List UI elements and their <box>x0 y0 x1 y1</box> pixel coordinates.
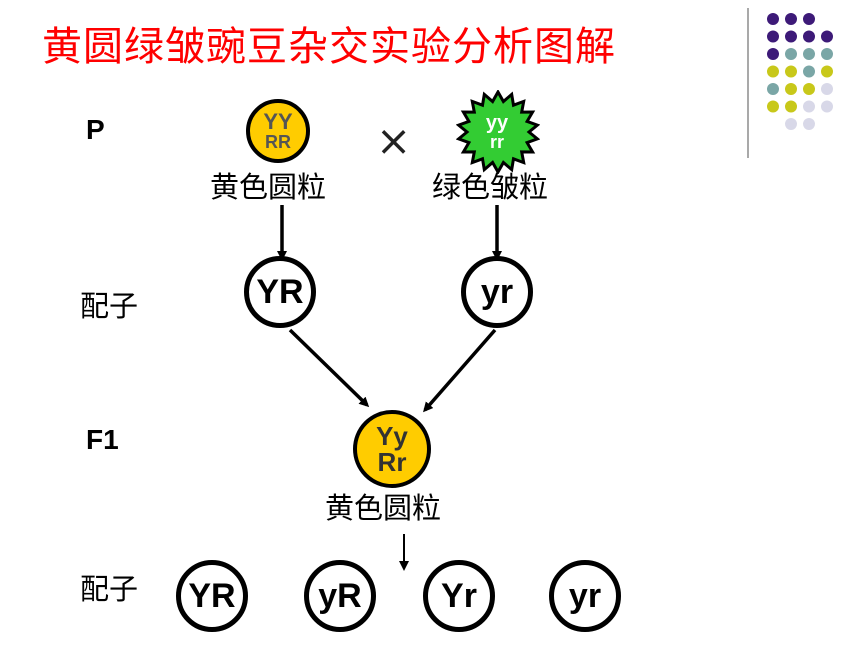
decorative-dot <box>785 30 797 43</box>
f1-genotype-bottom: Rr <box>377 447 407 477</box>
decorative-dot <box>785 48 797 60</box>
decorative-dot <box>785 118 797 130</box>
label-gamete-f1: 配子 <box>80 572 139 606</box>
decorative-dot <box>767 13 779 25</box>
decorative-dot <box>803 65 815 78</box>
decorative-dot <box>821 30 833 43</box>
gamete-f1-yR: yR <box>304 560 376 632</box>
parent-yellow-genotype-top: YY <box>263 109 293 134</box>
decorative-dot <box>821 100 833 113</box>
gamete-parent-yellow: YR <box>244 256 316 328</box>
gamete-f1-yr: yr <box>549 560 621 632</box>
decorative-dot <box>785 13 797 25</box>
decorative-dot <box>785 100 797 113</box>
parent-green-caption: 绿色皱粒 <box>432 170 549 204</box>
arrow-yr-lower-to-f1 <box>423 328 497 413</box>
decorative-dot <box>803 13 815 25</box>
decorative-dot-grid <box>767 13 833 130</box>
decorative-dot <box>767 83 779 95</box>
parent-green-genotype-bottom: rr <box>489 132 504 152</box>
decorative-dot <box>785 65 797 78</box>
label-f1: F1 <box>86 424 119 455</box>
f1-pea: Yy Rr <box>353 410 431 488</box>
f1-caption: 黄色圆粒 <box>325 491 442 525</box>
parent-yellow-round-pea: YY RR <box>246 99 310 163</box>
cross-symbol: × <box>376 116 412 165</box>
decorative-dot <box>803 30 815 43</box>
decorative-dot <box>821 48 833 60</box>
parent-green-genotype: yy rr <box>468 103 526 161</box>
decorative-dot <box>767 65 779 78</box>
decorative-dot <box>821 65 833 78</box>
f1-genotype-top: Yy <box>376 421 408 451</box>
decorative-dot <box>803 100 815 113</box>
label-gamete-parent: 配子 <box>80 289 139 323</box>
decorative-dot <box>803 83 815 95</box>
page-title: 黄圆绿皱豌豆杂交实验分析图解 <box>42 24 616 70</box>
decorative-dot <box>767 48 779 60</box>
decorative-dot <box>785 83 797 95</box>
gamete-f1-YR: YR <box>176 560 248 632</box>
parent-green-wrinkled-pea <box>456 90 540 174</box>
decorative-dot <box>821 83 833 95</box>
parent-yellow-caption: 黄色圆粒 <box>210 170 327 204</box>
decorative-dot <box>803 48 815 60</box>
parent-green-genotype-top: yy <box>485 112 509 134</box>
decorative-dot <box>767 100 779 113</box>
arrow-yr-to-f1 <box>288 328 370 408</box>
gamete-f1-Yr: Yr <box>423 560 495 632</box>
parent-yellow-genotype-bottom: RR <box>265 132 291 152</box>
label-p: P <box>86 114 105 145</box>
gamete-parent-green: yr <box>461 256 533 328</box>
decorative-dot <box>803 118 815 130</box>
title-divider <box>747 8 749 158</box>
decorative-dot <box>767 30 779 43</box>
